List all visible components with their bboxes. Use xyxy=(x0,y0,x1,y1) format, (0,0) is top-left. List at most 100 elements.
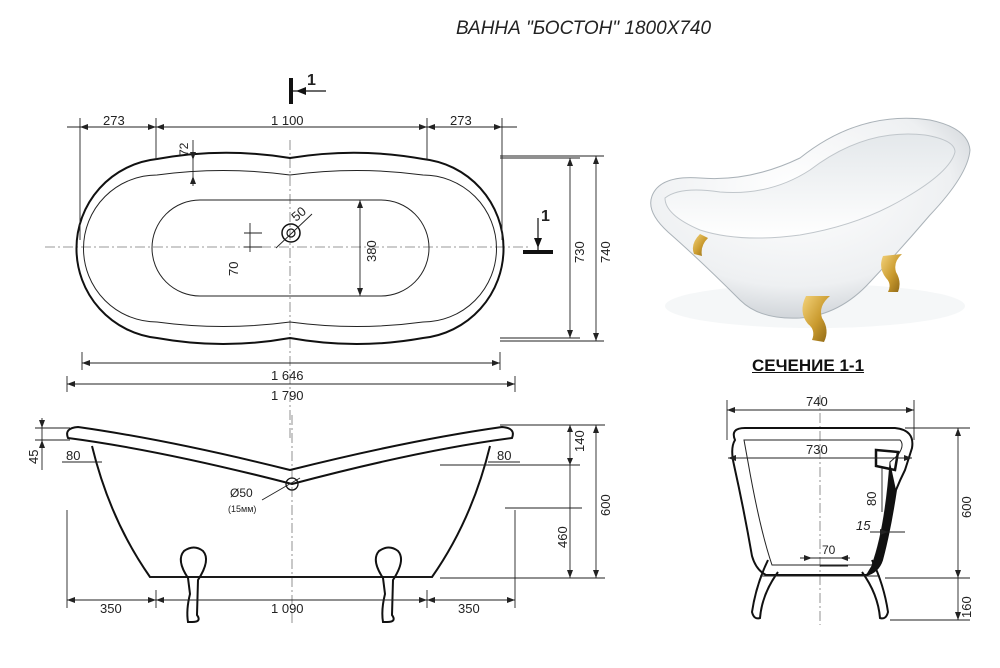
section-marker-top: 1 xyxy=(289,72,326,104)
arrowhead xyxy=(567,425,573,432)
dim-end-right: 273 xyxy=(450,113,472,128)
gold-foot-front-left xyxy=(802,296,830,342)
dim-rim-offset: 72 xyxy=(177,142,191,156)
arrowhead xyxy=(419,124,427,130)
dim-lip: 45 xyxy=(26,450,41,464)
arrowhead xyxy=(492,360,500,366)
drain-hole xyxy=(281,223,301,243)
section-marker-label: 1 xyxy=(541,208,550,225)
dim-inner-length: 1 646 xyxy=(271,368,304,383)
side-drain-label: Ø50 xyxy=(230,486,253,500)
top-view: 50 70 273 1 100 273 72 xyxy=(45,72,613,440)
arrowhead xyxy=(427,597,435,603)
dim-foot-span: 1 090 xyxy=(271,601,304,616)
arrowhead xyxy=(593,156,599,164)
arrowhead xyxy=(955,570,961,578)
dim-end-left: 273 xyxy=(103,113,125,128)
dim-lip-right: 80 xyxy=(497,448,511,463)
arrowhead xyxy=(955,612,961,620)
side-drain xyxy=(285,477,299,491)
dim-inner-width: 380 xyxy=(364,240,379,262)
arrowhead xyxy=(955,428,961,436)
arrowhead xyxy=(494,124,502,130)
dim-width-740: 740 xyxy=(598,241,613,263)
arrowhead xyxy=(840,555,848,561)
arrowhead xyxy=(190,152,196,160)
arrowhead xyxy=(906,407,914,413)
dim-rim-height: 140 xyxy=(572,430,587,452)
arrowhead xyxy=(82,360,90,366)
dim-sec-bottom-70: 70 xyxy=(822,543,836,557)
side-view: Ø50 (15мм) 140 460 xyxy=(26,415,613,625)
arrowhead xyxy=(904,455,912,461)
arrowhead xyxy=(148,124,156,130)
arrowhead xyxy=(148,597,156,603)
arrowhead xyxy=(507,381,515,387)
inner-basin xyxy=(151,199,430,297)
dim-sec-width-730: 730 xyxy=(806,442,828,457)
arrowhead xyxy=(156,124,164,130)
arrowhead xyxy=(593,425,599,433)
dim-height: 600 xyxy=(598,494,613,516)
drawing-title: ВАННА "БОСТОН" 1800X740 xyxy=(456,18,712,39)
dim-drain: 50 xyxy=(288,204,309,225)
side-body xyxy=(91,445,491,578)
section-leg-right xyxy=(861,559,890,620)
arrowhead xyxy=(727,407,735,413)
dim-middle: 1 100 xyxy=(271,113,304,128)
arrowhead xyxy=(728,455,736,461)
arrowhead xyxy=(507,597,515,603)
arrowhead xyxy=(357,200,363,208)
foot-right xyxy=(374,546,403,623)
arrowhead xyxy=(80,124,88,130)
arrowhead xyxy=(567,458,573,465)
arrowhead xyxy=(567,330,573,338)
section-marker-right: 1 xyxy=(523,208,553,254)
tub-basin xyxy=(664,133,956,239)
section-wall-cut xyxy=(866,462,896,575)
arrowhead xyxy=(593,570,599,578)
dim-drain-height: 460 xyxy=(555,526,570,548)
gold-foot-back-left xyxy=(692,234,708,256)
section-marker-label: 1 xyxy=(307,72,316,89)
dim-sec-wall-15: 15 xyxy=(856,518,871,533)
arrowhead xyxy=(357,288,363,296)
dim-drain-offset: 70 xyxy=(226,262,241,276)
dim-foot-right: 350 xyxy=(458,601,480,616)
side-drain-sub: (15мм) xyxy=(228,504,256,514)
arrowhead xyxy=(156,597,164,603)
arrowhead xyxy=(39,440,45,448)
drain-hole-inner xyxy=(286,228,296,238)
arrowhead xyxy=(67,381,75,387)
dim-sec-width-740: 740 xyxy=(806,394,828,409)
section-lip-cut xyxy=(874,448,900,472)
foot-left xyxy=(179,546,208,623)
arrowhead xyxy=(419,597,427,603)
dim-sec-height: 600 xyxy=(959,496,974,518)
drain-leader xyxy=(275,213,313,249)
side-rim xyxy=(66,425,514,486)
section-heading: СЕЧЕНИЕ 1-1 xyxy=(752,356,865,375)
outer-rim xyxy=(75,151,505,345)
arrowhead xyxy=(804,555,812,561)
dim-lip-left: 80 xyxy=(66,448,80,463)
arrowhead xyxy=(567,570,573,578)
dim-outer-length: 1 790 xyxy=(271,388,304,403)
arrowhead xyxy=(39,420,45,428)
dim-width-730: 730 xyxy=(572,241,587,263)
rim-inner-edge xyxy=(83,170,497,327)
dim-foot-left: 350 xyxy=(100,601,122,616)
arrowhead xyxy=(880,529,888,535)
drain-leader xyxy=(261,477,301,501)
dim-sec-leg: 160 xyxy=(959,596,974,618)
dim-sec-lip-80: 80 xyxy=(864,492,879,506)
arrowhead xyxy=(427,124,435,130)
arrowhead xyxy=(190,176,196,184)
bathtub-photo xyxy=(650,117,971,342)
arrowhead xyxy=(67,597,75,603)
section-view: 740 730 80 15 70 6 xyxy=(726,394,974,625)
arrowhead xyxy=(593,333,599,341)
gold-foot-front-right xyxy=(881,254,902,292)
